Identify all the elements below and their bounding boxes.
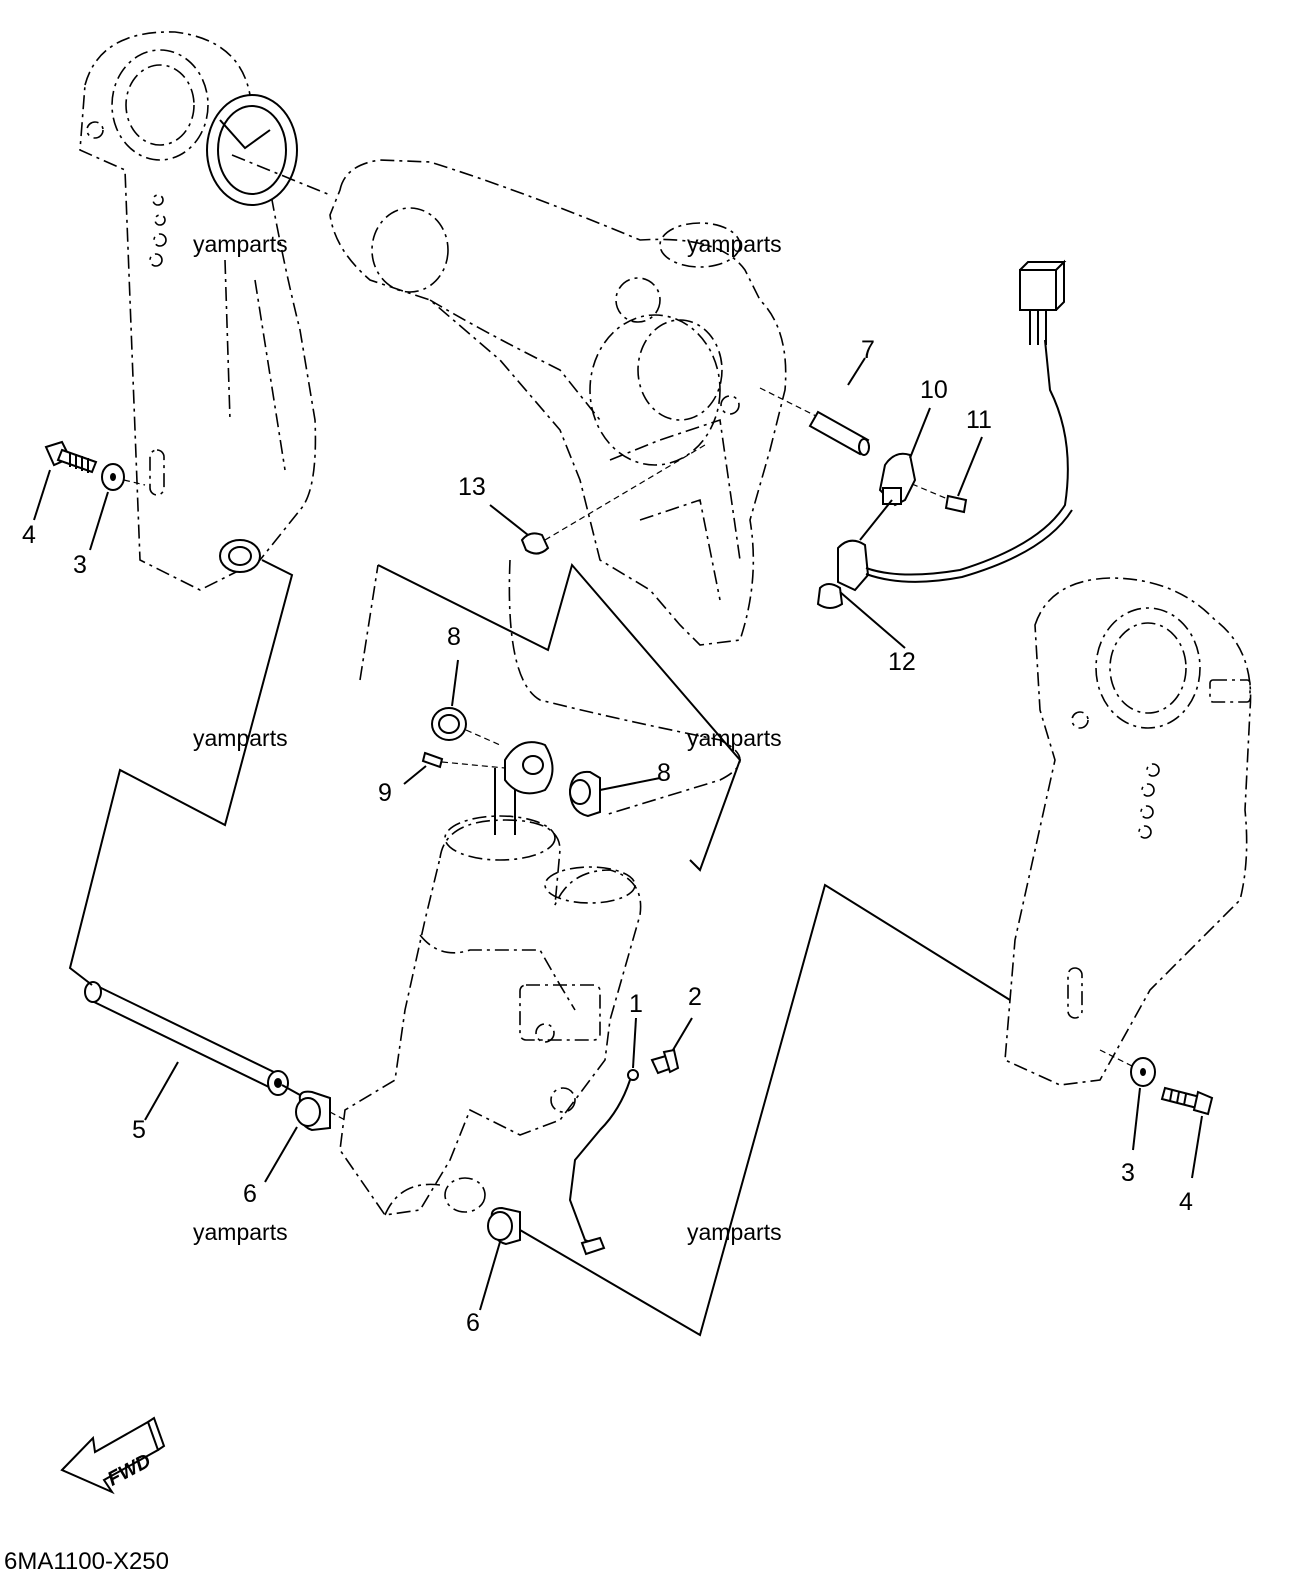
link-rod-path bbox=[508, 559, 741, 816]
pin-part-7 bbox=[759, 357, 870, 456]
watermarks: yamparts yamparts yamparts yamparts yamp… bbox=[193, 231, 782, 1245]
trim-cylinder-assembly bbox=[339, 741, 642, 1216]
callout-4-right: 4 bbox=[1179, 1188, 1193, 1216]
washer-part-3-left bbox=[89, 463, 146, 551]
bushing-part-8-lower bbox=[568, 770, 661, 818]
callout-10: 10 bbox=[920, 376, 948, 404]
callout-8-upper: 8 bbox=[447, 623, 461, 651]
watermark-text: yamparts bbox=[193, 725, 288, 751]
callout-6-left: 6 bbox=[243, 1180, 257, 1208]
callout-12: 12 bbox=[888, 648, 916, 676]
callout-3-left: 3 bbox=[73, 551, 87, 579]
shaft-part-5 bbox=[84, 981, 289, 1121]
callout-3-right: 3 bbox=[1121, 1159, 1135, 1187]
callout-8-lower: 8 bbox=[657, 759, 671, 787]
link-bottom-zigzag bbox=[519, 883, 1011, 1337]
watermark-text: yamparts bbox=[193, 1219, 288, 1245]
bushing-part-6-right bbox=[479, 1206, 521, 1311]
watermark-text: yamparts bbox=[687, 725, 782, 751]
callout-4-left: 4 bbox=[22, 521, 36, 549]
trim-sensor-part-10 bbox=[878, 407, 931, 507]
bolt-part-4-right bbox=[1160, 1086, 1214, 1179]
clip-part-13 bbox=[489, 444, 706, 555]
bushing-part-8-upper bbox=[431, 659, 501, 746]
left-bearing-ring bbox=[206, 94, 298, 206]
callout-5: 5 bbox=[132, 1116, 146, 1144]
bushing-part-6-left bbox=[264, 1090, 346, 1183]
callout-11: 11 bbox=[966, 406, 992, 434]
callout-1: 1 bbox=[629, 990, 643, 1018]
right-clamp-bracket bbox=[1004, 577, 1252, 1086]
callout-numbers: 1 2 3 3 4 4 5 6 6 7 8 8 9 10 11 12 13 bbox=[22, 336, 1193, 1337]
callout-6-right: 6 bbox=[466, 1309, 480, 1337]
link-ring-swivel bbox=[231, 154, 331, 196]
bolt-part-4-left bbox=[33, 440, 98, 521]
swivel-bracket bbox=[329, 159, 787, 646]
pin-part-9 bbox=[403, 751, 506, 785]
callout-7: 7 bbox=[861, 336, 875, 364]
ground-lead-part-1 bbox=[568, 1017, 639, 1256]
callout-2: 2 bbox=[688, 983, 702, 1011]
callout-9: 9 bbox=[378, 779, 392, 807]
washer-part-3-right bbox=[1099, 1049, 1156, 1151]
fwd-arrow-icon: FWD bbox=[60, 1416, 166, 1495]
cylinder-group-box-lower bbox=[359, 564, 379, 681]
wire-harness-part-12 bbox=[816, 259, 1073, 649]
link-shaft-bush bbox=[281, 1084, 301, 1096]
cylinder-group-box bbox=[377, 562, 742, 872]
watermark-text: yamparts bbox=[193, 231, 288, 257]
diagram-code: 6MA1100-X250 bbox=[4, 1548, 169, 1575]
bolt-part-2 bbox=[650, 1017, 693, 1075]
watermark-text: yamparts bbox=[687, 1219, 782, 1245]
link-left-zigzag bbox=[68, 559, 294, 986]
screw-part-11 bbox=[911, 436, 983, 514]
watermark-text: yamparts bbox=[687, 231, 782, 257]
callout-13: 13 bbox=[458, 473, 486, 501]
